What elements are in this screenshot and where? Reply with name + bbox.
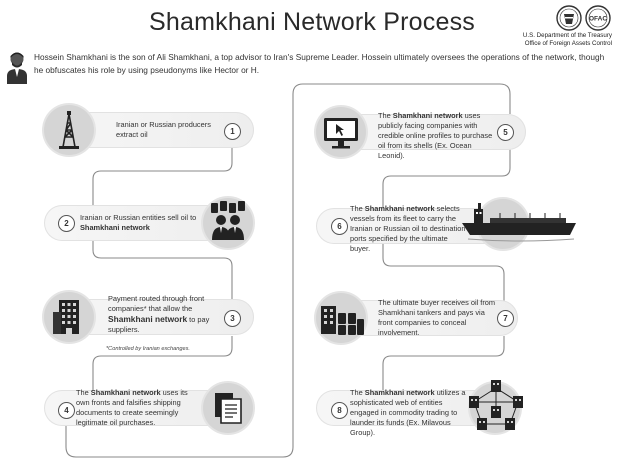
step-icon-circle <box>44 292 94 342</box>
agency-name: U.S. Department of the Treasury Office o… <box>523 32 612 48</box>
step-number: 7 <box>497 310 514 327</box>
step-3-footnote: *Controlled by Iranian exchanges. <box>106 346 190 352</box>
step-number: 1 <box>224 123 241 140</box>
person-avatar-icon <box>7 52 27 84</box>
agency-line-1: U.S. Department of the Treasury <box>522 32 612 39</box>
step-icon-circle <box>316 107 366 157</box>
step-2-text: Iranian or Russian entities sell oil to … <box>80 213 197 232</box>
step-1-text: Iranian or Russian producers extract oil <box>116 120 211 139</box>
step-number: 8 <box>331 402 348 419</box>
step-8-text: The Shamkhani network utilizes a sophist… <box>350 388 466 437</box>
step-icon-circle <box>44 105 94 155</box>
treasury-and-ofac-seals: OFAC <box>556 5 611 31</box>
step-5-text: The Shamkhani network uses publicly faci… <box>378 111 493 160</box>
oil-derrick-icon <box>59 111 79 149</box>
step-icon-circle <box>316 293 366 343</box>
step-4-text: The Shamkhani network uses its own front… <box>76 388 188 427</box>
step-3-text: Payment routed through front companies* … <box>108 294 210 334</box>
step-7-text: The ultimate buyer receives oil from Sha… <box>378 298 496 337</box>
computer-monitor-icon <box>324 118 358 149</box>
page-title: Shamkhani Network Process <box>149 8 475 36</box>
step-number: 3 <box>224 310 241 327</box>
buildings-with-oil-barrels-icon <box>321 306 364 335</box>
oil-tanker-ship-icon <box>462 203 576 242</box>
step-number: 4 <box>58 402 75 419</box>
treasury-seal-icon <box>556 5 582 31</box>
office-building-icon <box>53 300 79 334</box>
svg-text:OFAC: OFAC <box>589 16 607 23</box>
ofac-seal-icon: OFAC <box>585 5 611 31</box>
agency-line-2: Office of Foreign Assets Control <box>524 40 612 47</box>
step-number: 6 <box>331 218 348 235</box>
step-icon-circle <box>203 383 253 433</box>
step-6-text: The Shamkhani network selects vessels fr… <box>350 204 466 253</box>
intro-text: Hossein Shamkhani is the son of Ali Sham… <box>34 52 605 75</box>
step-icon-circle <box>203 198 253 248</box>
documents-icon <box>215 393 242 424</box>
businessmen-with-oil-barrels-icon <box>211 201 245 240</box>
network-of-buildings-icon <box>469 380 523 430</box>
step-number: 5 <box>497 124 514 141</box>
step-number: 2 <box>58 215 75 232</box>
